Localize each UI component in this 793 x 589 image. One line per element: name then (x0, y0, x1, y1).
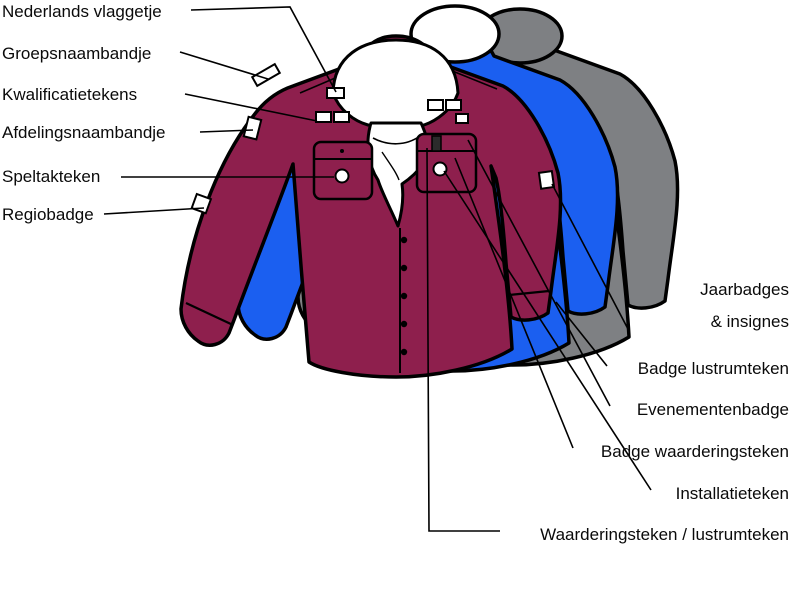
label-insignes: & insignes (710, 312, 789, 331)
cuff-seam-right (508, 289, 550, 297)
neckerchief-drape-fold (381, 151, 400, 181)
line-jaarbadges-insignes (551, 183, 629, 330)
line-nederlands-vlaggetje (190, 6, 337, 93)
line-badge-waarderingsteken (454, 157, 574, 449)
badge-right-chest-3 (455, 113, 469, 124)
leader-lines (103, 6, 652, 532)
badge-kwalificatie-1 (315, 111, 332, 123)
line-badge-lustrumteken (555, 301, 608, 367)
label-jaarbadges: Jaarbadges (700, 280, 789, 299)
placket-buttons (400, 236, 408, 356)
label-nederlands-vlaggetje: Nederlands vlaggetje (2, 2, 162, 21)
badge-right-chest-1 (427, 99, 444, 111)
label-groepsnaambandje: Groepsnaambandje (2, 44, 152, 63)
label-installatieteken: Installatieteken (675, 484, 789, 503)
cuff-seam-left (185, 302, 234, 326)
label-speltakteken: Speltakteken (2, 167, 101, 186)
right-chest-pocket (415, 132, 478, 194)
label-badge-waarderingsteken: Badge waarderingsteken (600, 442, 789, 461)
label-kwalificatietekens: Kwalificatietekens (2, 85, 138, 104)
line-afdelingsnaambandje (199, 129, 254, 133)
neckerchief-band (331, 38, 460, 127)
badge-right-chest-2 (445, 99, 462, 111)
chest-badges (315, 87, 469, 124)
left-chest-pocket (312, 140, 374, 201)
badge-jaarbadges (537, 169, 556, 190)
label-badge-lustrumteken: Badge lustrumteken (637, 359, 789, 378)
badge-groepsnaam (250, 62, 282, 88)
line-evenementenbadge (467, 139, 611, 407)
right-pocket-flap-badge (431, 135, 442, 152)
label-evenementenbadge: Evenementenbadge (636, 400, 789, 419)
line-waarderingsteken-lustrumteken (426, 147, 500, 532)
left-pocket-button (334, 168, 350, 184)
line-kwalificatietekens (184, 93, 318, 122)
line-groepsnaambandje (179, 51, 269, 80)
label-regiobadge: Regiobadge (2, 205, 94, 224)
badge-kwalificatie-2 (333, 111, 350, 123)
line-regiobadge (103, 207, 205, 215)
line-installatieteken (443, 170, 652, 491)
label-waarderingsteken-lustrumteken: Waarderingsteken / lustrumteken (540, 525, 789, 544)
right-pocket-button (432, 161, 448, 177)
badge-afdelingsnaam (242, 115, 263, 141)
badge-nederlands-vlaggetje (326, 87, 345, 99)
label-afdelingsnaambandje: Afdelingsnaambandje (2, 123, 166, 142)
